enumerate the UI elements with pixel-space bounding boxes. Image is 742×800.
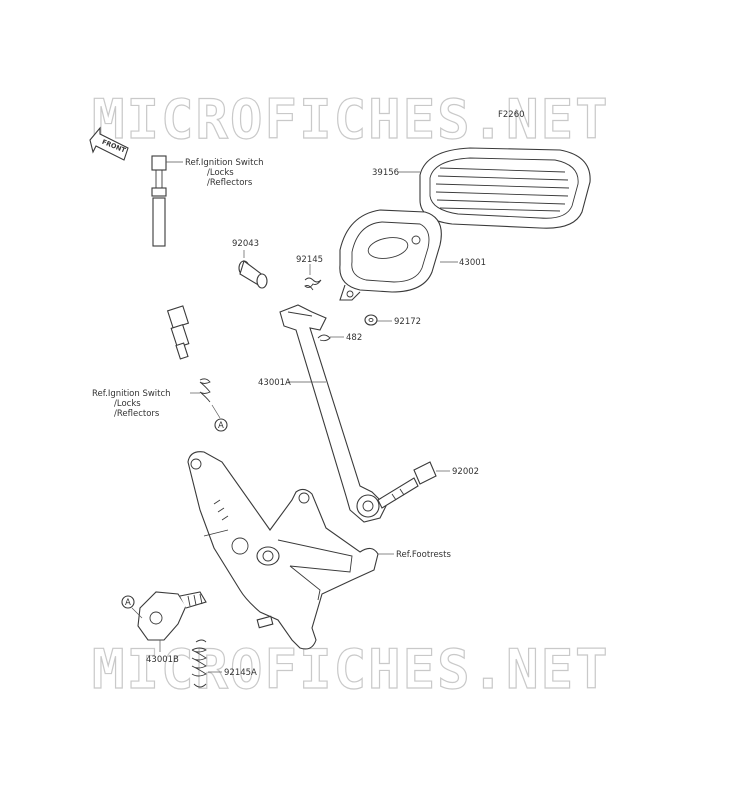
callout-a-bottom	[121, 595, 135, 609]
switch-spring	[199, 378, 211, 403]
ref-ignition-top-line2: /Locks	[207, 168, 234, 178]
pedal-bracket	[187, 451, 379, 650]
label-92145A: 92145A	[224, 668, 257, 678]
ref-ignition-top-line1: Ref.Ignition Switch	[185, 158, 264, 168]
callout-a-bottom-label: A	[125, 598, 131, 608]
switch-connector	[151, 155, 190, 360]
callout-a-top-label: A	[218, 421, 224, 431]
front-arrow-icon: FRONT	[89, 126, 129, 161]
label-92002: 92002	[452, 467, 479, 477]
watermark-bottom: MICROFICHES.NET	[92, 638, 610, 701]
return-spring-small	[304, 277, 322, 291]
ref-ignition-mid-line2: /Locks	[114, 399, 141, 409]
label-92145: 92145	[296, 255, 323, 265]
label-482: 482	[346, 333, 362, 343]
label-ref-footrests: Ref.Footrests	[396, 550, 451, 560]
brake-foot-pad	[419, 147, 591, 229]
return-spring-large	[191, 639, 207, 688]
switch-lever	[137, 591, 207, 641]
ref-ignition-top-line3: /Reflectors	[207, 178, 253, 188]
retaining-clip	[317, 334, 331, 342]
label-39156: 39156	[372, 168, 399, 178]
brake-pedal-plate	[339, 209, 442, 301]
pivot-pin	[238, 260, 268, 289]
brake-pedal-arm	[279, 304, 387, 523]
callout-a-top	[214, 418, 228, 432]
label-43001B: 43001B	[146, 655, 179, 665]
pivot-bolt	[377, 461, 437, 509]
label-43001: 43001	[459, 258, 486, 268]
label-92172: 92172	[394, 317, 421, 327]
washer	[364, 314, 378, 326]
ref-ignition-mid-line1: Ref.Ignition Switch	[92, 389, 171, 399]
diagram-code: F2260	[498, 110, 525, 120]
label-43001A: 43001A	[258, 378, 291, 388]
ref-ignition-mid-line3: /Reflectors	[114, 409, 160, 419]
watermark-top: MICROFICHES.NET	[92, 88, 610, 151]
label-92043: 92043	[232, 239, 259, 249]
